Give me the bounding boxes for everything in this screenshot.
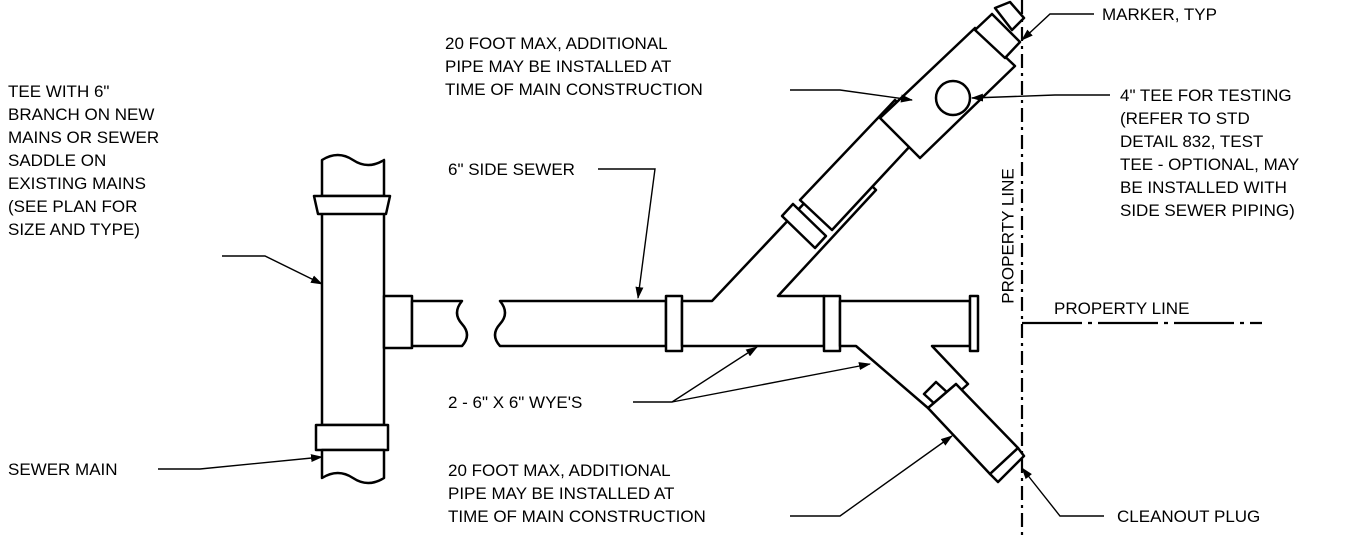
tee-body	[320, 193, 386, 427]
upper-wye-branch-hub	[780, 202, 828, 250]
label-tee-main-line: SADDLE ON	[8, 151, 107, 170]
lower-wye-end-cap	[968, 294, 980, 353]
label-test-tee: 4" TEE FOR TESTING (REFER TO STD DETAIL …	[1120, 84, 1299, 222]
label-marker-text: MARKER, TYP	[1102, 5, 1217, 24]
label-wyes: 2 - 6" X 6" WYE'S	[448, 391, 582, 414]
label-test-tee-line: 4" TEE FOR TESTING	[1120, 86, 1292, 105]
label-test-tee-line: SIDE SEWER PIPING)	[1120, 201, 1295, 220]
tee-bottom-hub	[314, 423, 390, 452]
marker-post	[993, 0, 1026, 32]
label-extension-bottom-line: PIPE MAY BE INSTALLED AT	[448, 484, 675, 503]
label-wyes-text: 2 - 6" X 6" WYE'S	[448, 393, 583, 412]
side-sewer-pipe	[493, 294, 684, 353]
upper-wye	[680, 0, 1026, 348]
leader-marker	[1021, 13, 1094, 41]
main-pipe-top-break	[320, 153, 386, 198]
marker-cap	[973, 12, 1022, 60]
label-side-sewer: 6" SIDE SEWER	[448, 158, 575, 181]
leader-extension-top	[790, 89, 913, 103]
side-sewer-hub	[664, 294, 684, 353]
leader-wye-1	[633, 346, 758, 403]
leader-side-sewer	[598, 168, 656, 299]
label-tee-main-line: EXISTING MAINS	[8, 174, 146, 193]
tee-top-hub	[312, 194, 392, 216]
leader-lines	[158, 13, 1110, 517]
label-extension-top: 20 FOOT MAX, ADDITIONAL PIPE MAY BE INST…	[445, 32, 703, 101]
label-test-tee-line: TEE - OPTIONAL, MAY	[1120, 155, 1300, 174]
sewer-main-tee	[312, 153, 469, 485]
leader-tee-main	[222, 255, 323, 285]
label-tee-main: TEE WITH 6" BRANCH ON NEW MAINS OR SEWER…	[8, 80, 159, 241]
label-sewer-main: SEWER MAIN	[8, 458, 118, 481]
label-property-line-horizontal-text: PROPERTY LINE	[1054, 299, 1190, 318]
label-extension-top-line: 20 FOOT MAX, ADDITIONAL	[445, 34, 668, 53]
leader-wye-2	[671, 362, 871, 403]
label-tee-main-line: (SEE PLAN FOR	[8, 197, 138, 216]
leader-cleanout	[1021, 467, 1104, 517]
tee-branch-hub	[382, 294, 414, 350]
label-tee-main-line: MAINS OR SEWER	[8, 128, 160, 147]
label-test-tee-line: DETAIL 832, TEST	[1120, 132, 1264, 151]
main-pipe-bottom-break	[320, 448, 386, 485]
label-marker: MARKER, TYP	[1102, 3, 1217, 26]
label-sewer-main-text: SEWER MAIN	[8, 460, 118, 479]
label-test-tee-line: BE INSTALLED WITH	[1120, 178, 1287, 197]
leader-sewer-main	[158, 454, 323, 470]
leader-test-tee	[971, 93, 1110, 102]
cleanout-plug	[988, 446, 1026, 484]
label-tee-main-line: TEE WITH 6"	[8, 82, 110, 101]
label-extension-top-line: PIPE MAY BE INSTALLED AT	[445, 57, 672, 76]
label-property-line-horizontal: PROPERTY LINE	[1054, 297, 1189, 320]
label-property-line-vertical-text: PROPERTY LINE	[998, 168, 1018, 304]
branch-pipe-break-left	[410, 299, 469, 348]
test-tee-outlet	[934, 79, 972, 117]
label-side-sewer-text: 6" SIDE SEWER	[448, 160, 575, 179]
label-extension-bottom-line: 20 FOOT MAX, ADDITIONAL	[448, 461, 671, 480]
label-tee-main-line: BRANCH ON NEW	[8, 105, 155, 124]
label-test-tee-line: (REFER TO STD	[1120, 109, 1250, 128]
lower-wye-hub	[822, 294, 842, 353]
label-cleanout-text: CLEANOUT PLUG	[1117, 507, 1261, 526]
label-property-line-vertical: PROPERTY LINE	[997, 168, 1020, 303]
lower-wye	[822, 294, 1026, 484]
label-extension-bottom: 20 FOOT MAX, ADDITIONAL PIPE MAY BE INST…	[448, 459, 706, 528]
label-extension-top-line: TIME OF MAIN CONSTRUCTION	[445, 80, 703, 99]
label-cleanout: CLEANOUT PLUG	[1117, 505, 1260, 528]
side-sewer-pipe-body	[493, 299, 668, 348]
label-tee-main-line: SIZE AND TYPE)	[8, 220, 140, 239]
leader-extension-bottom	[790, 435, 953, 517]
label-extension-bottom-line: TIME OF MAIN CONSTRUCTION	[448, 507, 706, 526]
